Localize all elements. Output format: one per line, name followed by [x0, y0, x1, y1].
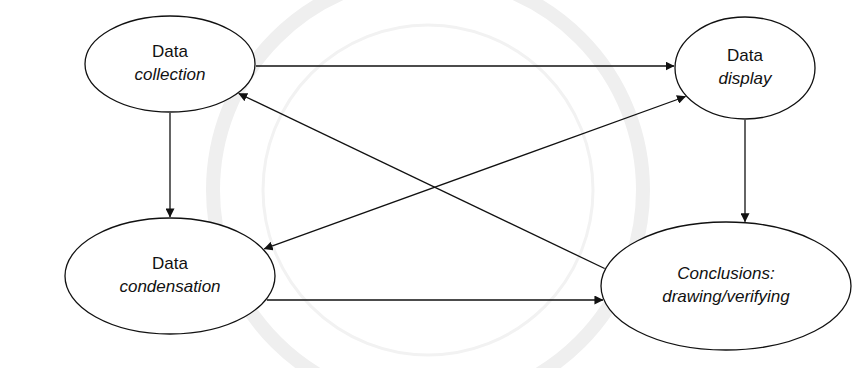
ellipse-outline [600, 221, 852, 351]
ellipse-outline [674, 16, 816, 120]
arrow-connector [256, 65, 674, 66]
node-label: Conclusions: drawing/verifying [662, 263, 790, 309]
ellipse-outline [64, 217, 276, 335]
arrow-connector [264, 96, 685, 248]
ellipse-outline [84, 15, 256, 113]
arrow-connector [239, 93, 605, 268]
ellipse-node: Conclusions: drawing/verifying [600, 221, 852, 351]
arrow-connector [169, 113, 170, 217]
watermark-ring [213, 0, 643, 368]
node-label: Data collection [135, 41, 206, 87]
arrow-connector [744, 120, 745, 222]
ellipse-node: Data collection [84, 15, 256, 113]
ellipse-node: Data display [674, 16, 816, 120]
arrow-connector [267, 299, 603, 300]
node-label: Data display [719, 45, 772, 91]
node-label: Data condensation [119, 253, 220, 299]
ellipse-node: Data condensation [64, 217, 276, 335]
